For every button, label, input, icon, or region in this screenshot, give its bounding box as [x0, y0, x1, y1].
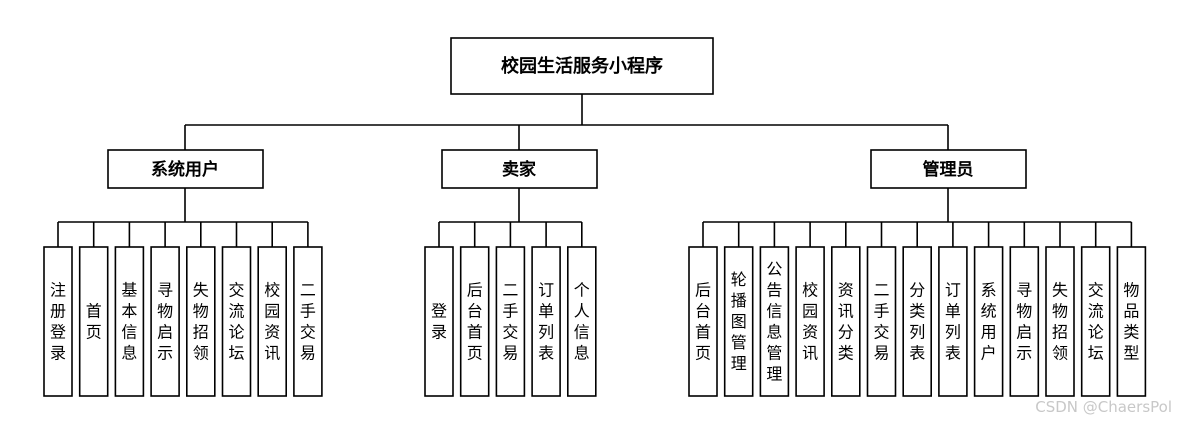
leaf-label: 寻物启示: [1016, 281, 1032, 363]
leaf-label: 基本信息: [121, 281, 137, 363]
leaf-node: 首页: [78, 246, 109, 397]
leaf-label: 交流论坛: [1088, 281, 1104, 363]
leaf-label: 订单列表: [538, 281, 554, 363]
leaf-node: 公告信息管理: [759, 246, 790, 397]
leaf-node: 订单列表: [531, 246, 561, 397]
leaf-label: 注册登录: [50, 281, 66, 363]
leaf-label: 系统用户: [981, 281, 997, 363]
root-label: 校园生活服务小程序: [501, 55, 663, 77]
leaf-label: 交流论坛: [228, 281, 244, 363]
leaf-node: 系统用户: [973, 246, 1004, 397]
leaf-node: 订单列表: [938, 246, 968, 397]
leaf-label: 后台首页: [695, 281, 711, 363]
leaf-label: 后台首页: [467, 281, 483, 363]
leaf-label: 首页: [86, 302, 102, 342]
leaf-label: 失物招领: [193, 281, 209, 363]
leaf-nodes: 注册登录 首页 基本信息 寻物启示 失物招领 交流论坛 校园资讯 二手交易 登录 后台首页 二手交易…: [43, 246, 1147, 397]
leaf-node: 后台首页: [459, 246, 490, 397]
leaf-label: 二手交易: [300, 281, 316, 363]
leaf-node: 二手交易: [293, 246, 323, 397]
leaf-node: 物品类型: [1116, 246, 1147, 397]
leaf-node: 注册登录: [43, 246, 73, 397]
category-nodes: 系统用户 卖家 管理员: [107, 149, 1027, 189]
leaf-label: 校园资讯: [264, 281, 280, 363]
leaf-node: 寻物启示: [1009, 246, 1040, 397]
leaf-label: 寻物启示: [157, 281, 173, 363]
leaf-label: 登录: [431, 302, 447, 342]
leaf-node: 二手交易: [495, 246, 526, 397]
leaf-label: 物品类型: [1123, 281, 1139, 363]
category-node: 系统用户: [107, 149, 264, 189]
leaf-node: 登录: [424, 246, 454, 397]
leaf-node: 二手交易: [866, 246, 897, 397]
leaf-node: 失物招领: [1045, 246, 1075, 397]
leaf-node: 寻物启示: [150, 246, 180, 397]
leaf-label: 个人信息: [574, 281, 590, 363]
leaf-label: 公告信息管理: [766, 260, 782, 384]
leaf-label: 订单列表: [945, 281, 961, 363]
category-label: 管理员: [923, 159, 974, 180]
leaf-node: 分类列表: [902, 246, 933, 397]
leaf-label: 二手交易: [502, 281, 518, 363]
category-label: 卖家: [502, 159, 536, 180]
watermark: CSDN @ChaersPol: [1035, 398, 1172, 416]
leaf-node: 轮播图管理: [723, 246, 754, 397]
connector-lines: [57, 94, 1133, 247]
leaf-node: 后台首页: [688, 246, 718, 397]
leaf-label: 分类列表: [909, 281, 925, 363]
root-node: 校园生活服务小程序: [450, 37, 714, 95]
leaf-label: 失物招领: [1052, 281, 1068, 363]
leaf-node: 交流论坛: [1080, 246, 1111, 397]
leaf-node: 基本信息: [114, 246, 145, 397]
leaf-node: 个人信息: [566, 246, 597, 397]
leaf-label: 资讯分类: [838, 281, 854, 363]
leaf-node: 资讯分类: [830, 246, 861, 397]
category-label: 系统用户: [151, 159, 219, 180]
leaf-label: 校园资讯: [802, 281, 818, 363]
category-node: 管理员: [870, 149, 1027, 189]
category-node: 卖家: [441, 149, 598, 189]
leaf-node: 校园资讯: [257, 246, 288, 397]
leaf-label: 二手交易: [873, 281, 889, 363]
leaf-label: 轮播图管理: [731, 270, 747, 373]
leaf-node: 交流论坛: [221, 246, 252, 397]
leaf-node: 校园资讯: [795, 246, 825, 397]
leaf-node: 失物招领: [186, 246, 216, 397]
